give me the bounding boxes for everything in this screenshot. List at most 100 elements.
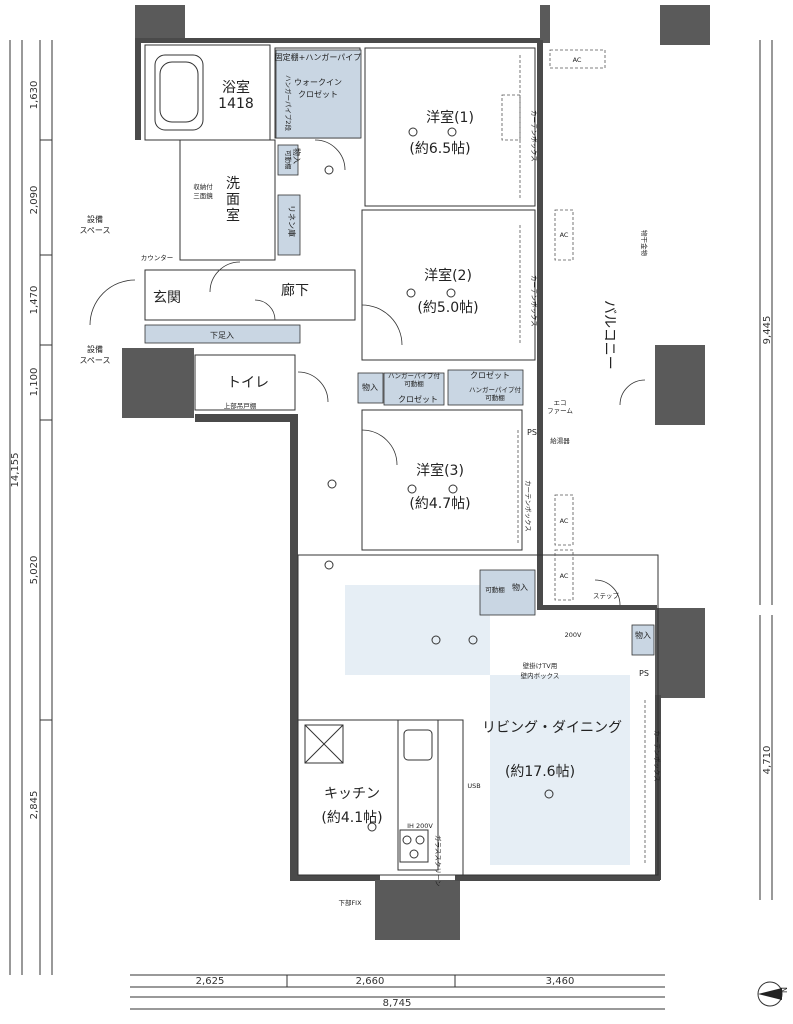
washroom-label-2: 面 [226,192,240,208]
equipment-label-2a: 設備 [87,344,103,354]
walkin-label-1: ウォークイン [294,78,342,87]
ac-label-4: AC [560,572,569,580]
kitchen-sink [403,729,433,761]
movable-label-living: 可動棚 [485,585,505,594]
ps-label-1: PS [527,428,537,437]
dim-bottom-3: 3,460 [546,976,575,987]
dim-left-3: 1,470 [29,286,40,315]
kitchen-counter [397,719,439,871]
ac-unit-5 [501,94,521,141]
upper-cabinet-label: 上部吊戸棚 [224,401,257,410]
closet-label-w3: クロゼット [470,370,510,380]
dim-right-upper: 9,445 [762,316,773,345]
ac-unit-1 [549,49,606,69]
equipment-label-1b: スペース [79,226,110,235]
washroom-label-1: 洗 [226,176,240,192]
hanger-label-w3: ハンガーパイプ付 [469,385,521,394]
dim-left-6: 2,845 [29,791,40,820]
bathtub [154,54,204,131]
kitchen-label: キッチン [324,786,380,802]
movable-label-w2: 可動棚 [404,379,424,388]
door-western1 [314,139,346,171]
bath-size: 1418 [218,96,254,112]
lower-fix-label: 下部FIX [338,898,362,907]
equipment-label-2b: スペース [79,356,110,365]
ih-label: IH 200V [407,822,433,830]
balcony-label: バルコニー [601,300,617,370]
storage-label-living: 物入 [512,582,528,592]
storage-living [479,569,536,616]
door-western3 [361,429,398,466]
closet-western3 [447,369,524,406]
walkin-label-2: クロゼット [298,89,338,99]
walkin-closet-area [275,49,362,139]
movable-shelf-label-1: 可動棚 [284,150,293,170]
tv-box-label-2: 壁内ボックス [521,671,560,680]
dim-left-5: 5,020 [29,556,40,585]
living-size: (約17.6帖) [505,764,575,780]
ac-unit-3 [554,494,574,546]
western1-label: 洋室(1) [426,109,474,126]
fridge-area [304,724,344,764]
north-label: N [780,987,789,993]
ac-label-2: AC [560,231,569,239]
ps-label-2: PS [639,669,649,678]
dim-left-4: 1,100 [29,368,40,397]
door-living-right2 [619,379,646,406]
curtain-box-label-4: カーテンボックス [653,730,661,782]
counter-label: カウンター [141,253,174,262]
door-hall-a [254,299,276,321]
curtain-box-label-1: カーテンボックス [530,110,538,162]
ac-label-1: AC [573,56,582,64]
dim-bottom-2: 2,660 [356,976,385,987]
dim-left-total: 14,155 [10,453,21,488]
ac-unit-2 [554,209,574,261]
living-label: リビング・ダイニング [482,720,622,736]
bath-label: 浴室 [222,79,250,96]
storage-label-right: 物入 [635,630,651,640]
bathtub-inner [159,61,199,123]
toilet-label: トイレ [227,375,269,391]
door-western2 [361,304,403,346]
western1-size: (約6.5帖) [409,141,470,157]
shoe-box [144,324,301,344]
fixed-shelf-label: 固定棚+ハンガーパイプ [275,52,362,62]
door-living-right [594,579,621,606]
dim-bottom-1: 2,625 [196,976,225,987]
storage-shelf-label: 収納付 [193,182,213,191]
kitchen-stove [399,829,429,863]
bottom-dimension-lines [130,974,665,1010]
step-label: ステップ [593,592,620,600]
left-dimension-lines [9,40,53,975]
living-highlight-upper [345,585,490,675]
hanger-pipe-2-label: ハンガーパイプ2段 [284,75,293,132]
door-toilet [297,371,329,403]
tv-box-label-1: 壁掛けTV用 [523,661,557,670]
closet-western2 [383,372,445,406]
north-arrow-icon [757,981,783,1007]
storage-movable-shelf-1 [277,144,299,176]
door-washroom [209,261,241,293]
ac-unit-4 [554,549,574,601]
outlet-symbols [324,127,554,832]
washroom-label-3: 室 [226,207,240,224]
curtain-box-label-2: カーテンボックス [530,275,538,327]
structure [122,5,710,940]
door-entrance [89,279,136,326]
ac-label-3: AC [560,517,569,525]
western2-label: 洋室(2) [424,267,472,284]
glass-screen-label: ガラススクリーン [434,835,443,887]
storage-label-1: 物入 [292,148,302,164]
dim-left-1: 1,630 [29,81,40,110]
western2-size: (約5.0帖) [417,300,478,316]
eco-label-2: ファーム [547,407,573,415]
closet-label-w2: クロゼット [398,394,438,404]
entrance-label: 玄関 [153,289,181,306]
living-highlight-lower [490,675,630,865]
equipment-label-1a: 設備 [87,214,103,224]
storage-center [357,372,384,404]
storage-entry-right [631,624,655,656]
eco-label-1: エコ [554,399,567,407]
vent-label: 給湯器 [550,436,570,445]
